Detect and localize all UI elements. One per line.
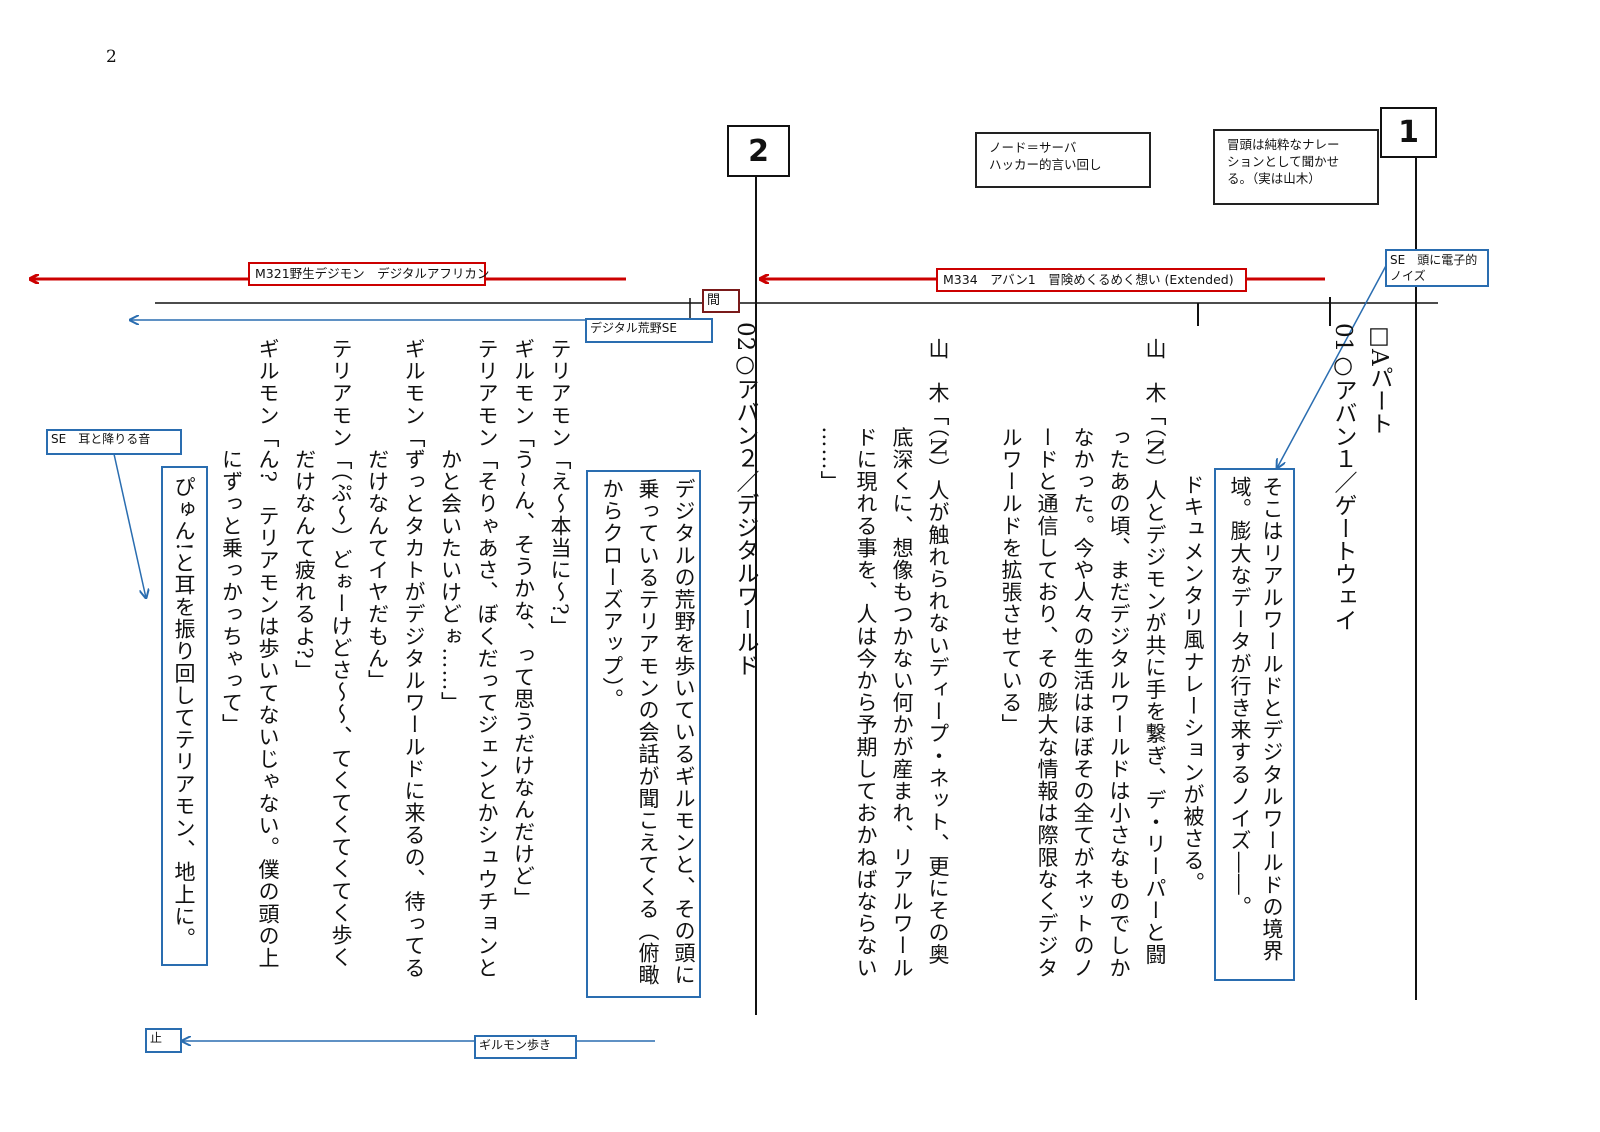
cue-2-box: 2 <box>727 125 790 177</box>
se-ear-arrow <box>113 453 146 598</box>
cue-1-box: 1 <box>1380 107 1437 158</box>
scene2-action-text-2: ぴゅん!と耳を振り回してテリアモン、地上に。 <box>172 476 196 950</box>
scene1-action-text: そこはリアルワールドとデジタルワールドの境界 域。膨大なデータが行き来するノイズ… <box>1228 476 1284 963</box>
se-head-arrow <box>1277 261 1389 468</box>
page-number: 2 <box>106 47 117 67</box>
music-cue-m334: M334 アバン1 冒険めくるめく想い (Extended) <box>936 268 1247 292</box>
gilmon-walk-label: ギルモン歩き <box>474 1035 577 1059</box>
ma-pause-label: 間 <box>702 289 740 313</box>
yamaki-line-1: 山 木「（N）人とデジモンが共に手を繋ぎ、デ・リーパーと闘 ったあの頃、まだデジ… <box>999 338 1167 979</box>
scene2-dialogue: テリアモン「え～本当に～?」 ギルモン「う~ん、そうかな、って思うだけなんだけど… <box>219 338 573 979</box>
stop-label: 止 <box>145 1028 182 1053</box>
scene2-action-box: デジタルの荒野を歩いているギルモンと、その頭に 乗っているテリアモンの会話が聞こ… <box>586 470 701 998</box>
scene2-heading: 02○アバン２／デジタルワールド <box>732 322 758 677</box>
se-wild-label: デジタル荒野SE <box>585 318 713 343</box>
note-node-server: ノード＝サーバ ハッカー的言い回し <box>975 132 1151 188</box>
part-a-label: □Aパート <box>1366 323 1392 435</box>
scene1-direction: ドキュメンタリ風ナレーションが被さる。 <box>1181 474 1205 894</box>
yamaki-line-2: 山 木「（N）人が触れられないディープ・ネット、更にその奥 底深くに、想像もつか… <box>818 338 950 979</box>
music-cue-m321: M321野生デジモン デジタルアフリカン <box>248 262 489 286</box>
scene1-heading: 01○アバン１／ゲートウェイ <box>1330 323 1356 632</box>
note-intro-narration: 冒頭は純粋なナレー ションとして聞かせ る。（実は山木） <box>1213 129 1379 205</box>
scene2-action-box-2: ぴゅん!と耳を振り回してテリアモン、地上に。 <box>161 466 208 966</box>
scene2-action-text: デジタルの荒野を歩いているギルモンと、その頭に 乗っているテリアモンの会話が聞こ… <box>600 478 696 987</box>
se-head-noise-label: SE 頭に電子的 ノイズ <box>1385 249 1489 287</box>
scene1-action-box: そこはリアルワールドとデジタルワールドの境界 域。膨大なデータが行き来するノイズ… <box>1214 468 1295 981</box>
se-ear-label: SE 耳と降りる音 <box>46 429 182 455</box>
